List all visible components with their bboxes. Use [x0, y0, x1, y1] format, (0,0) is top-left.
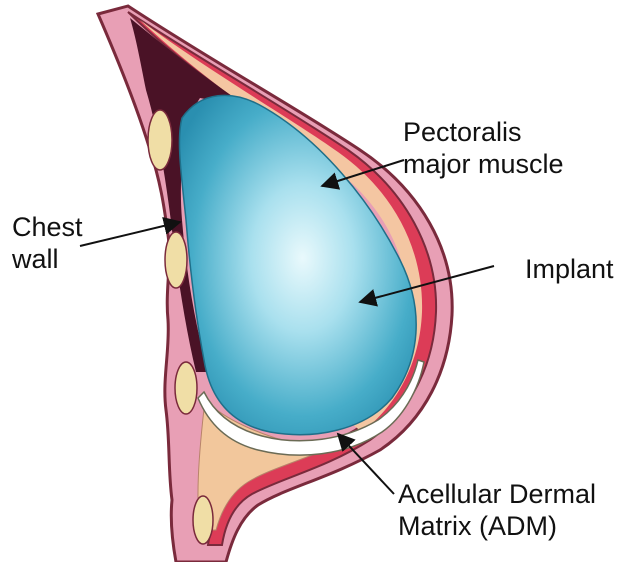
implant-label-line-1: Implant	[525, 253, 614, 285]
implant-shape	[179, 95, 416, 434]
implant-label: Implant	[525, 253, 614, 285]
adm-label-line-2: Matrix (ADM)	[398, 510, 596, 542]
pectoralis-label-line-2: major muscle	[403, 148, 564, 180]
adm-label-line-1: Acellular Dermal	[398, 478, 596, 510]
chest-wall-label-line-1: Chest	[12, 211, 83, 243]
chest-wall-leader-line	[80, 222, 180, 246]
chest-wall-label: Chest wall	[12, 211, 83, 275]
pectoralis-label: Pectoralis major muscle	[403, 116, 564, 180]
pectoralis-label-line-1: Pectoralis	[403, 116, 564, 148]
adm-label: Acellular Dermal Matrix (ADM)	[398, 478, 596, 542]
chest-wall-label-line-2: wall	[12, 243, 83, 275]
